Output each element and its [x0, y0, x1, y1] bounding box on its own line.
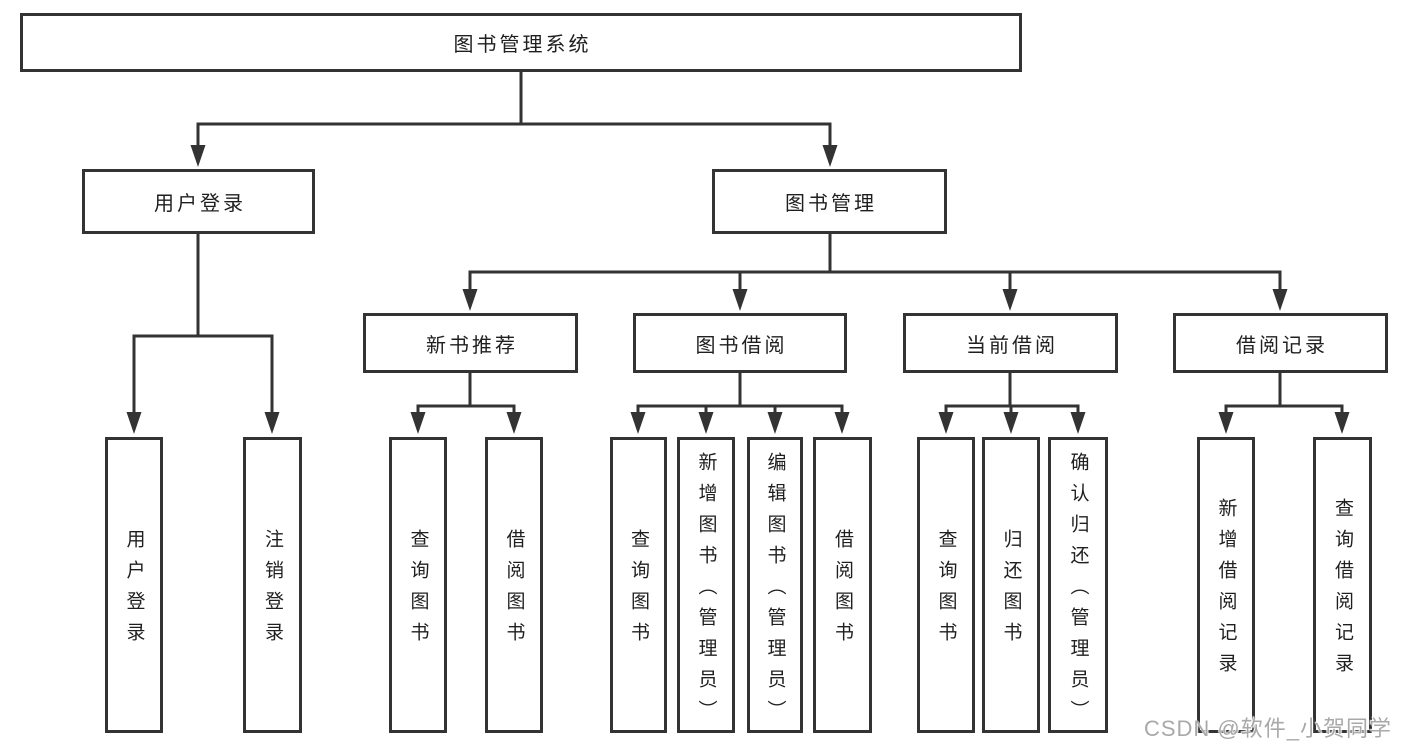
node-book-management-label: 图书管理	[785, 193, 877, 215]
node-borrow-records: 借阅记录	[1173, 313, 1388, 373]
leaf-label: 查询图书	[935, 529, 957, 653]
leaf-label: 归还图书	[1000, 529, 1022, 653]
node-user-login-branch-label: 用户登录	[154, 193, 246, 215]
node-leaf-borrow-books: 借阅图书	[813, 437, 872, 733]
leaf-label: 查询图书	[407, 529, 429, 653]
node-leaf-edit-book-admin: 编辑图书（管理员）	[747, 437, 803, 733]
node-book-borrow-label: 图书借阅	[695, 334, 788, 357]
node-leaf-return-book: 归还图书	[982, 437, 1040, 733]
watermark: CSDN @软件_小贺同学	[1143, 716, 1392, 741]
node-leaf-add-borrow-record: 新增借阅记录	[1197, 437, 1255, 733]
node-current-borrow-label: 当前借阅	[966, 334, 1058, 357]
leaf-label: 新增图书（管理员）	[695, 451, 717, 731]
leaf-label: 确认归还（管理员）	[1067, 451, 1089, 731]
node-user-login-branch: 用户登录	[82, 169, 315, 234]
leaf-label: 新增借阅记录	[1215, 498, 1237, 684]
node-root: 图书管理系统	[20, 13, 1022, 72]
node-current-borrow: 当前借阅	[903, 313, 1118, 373]
node-leaf-query-books-current: 查询图书	[917, 437, 975, 733]
leaf-label: 编辑图书（管理员）	[764, 451, 786, 731]
leaf-label: 查询图书	[628, 529, 649, 653]
node-leaf-query-borrow-record: 查询借阅记录	[1313, 437, 1372, 733]
node-new-book-recommend-label: 新书推荐	[426, 334, 518, 357]
leaf-label: 注销登录	[262, 529, 283, 653]
node-new-book-recommend: 新书推荐	[363, 313, 578, 373]
node-book-management: 图书管理	[712, 169, 947, 234]
leaf-label: 借阅图书	[832, 529, 853, 653]
node-borrow-records-label: 借阅记录	[1236, 334, 1328, 357]
node-leaf-user-login: 用户登录	[105, 437, 163, 733]
leaf-label: 用户登录	[123, 529, 145, 653]
node-book-borrow: 图书借阅	[633, 313, 847, 373]
arrowheads	[126, 145, 1350, 434]
node-root-label: 图书管理系统	[453, 34, 592, 56]
node-leaf-confirm-return-admin: 确认归还（管理员）	[1048, 437, 1108, 733]
node-leaf-borrow-books-recommend: 借阅图书	[485, 437, 543, 733]
node-leaf-query-books-recommend: 查询图书	[389, 437, 447, 733]
leaf-label: 借阅图书	[503, 529, 525, 653]
node-leaf-query-books-borrow: 查询图书	[610, 437, 667, 733]
leaf-label: 查询借阅记录	[1332, 498, 1353, 684]
node-leaf-add-book-admin: 新增图书（管理员）	[677, 437, 735, 733]
node-leaf-logout: 注销登录	[243, 437, 302, 733]
